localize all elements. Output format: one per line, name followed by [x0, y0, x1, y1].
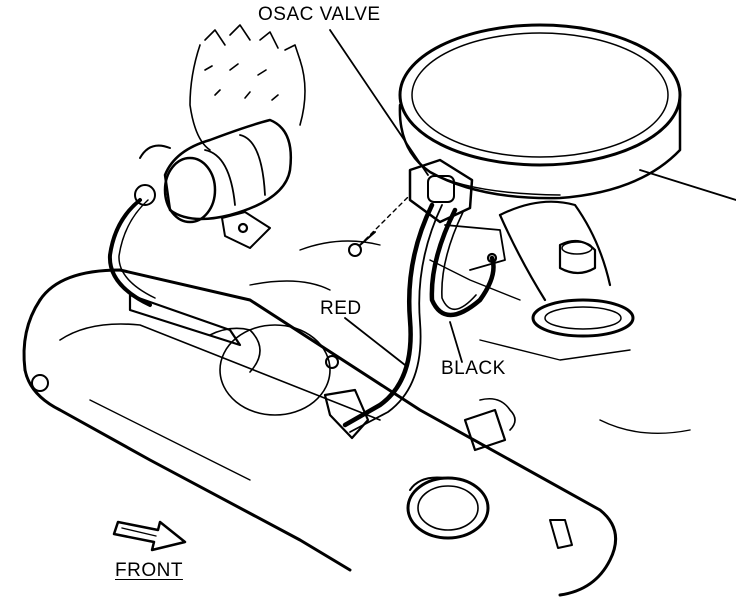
screw-leader	[364, 194, 411, 241]
oil-filler-cap	[406, 476, 490, 540]
label-front: FRONT	[115, 560, 183, 581]
intake-duct	[498, 200, 635, 338]
valve-cover	[22, 268, 618, 597]
black-hose	[429, 207, 496, 318]
leader-osac	[329, 29, 429, 176]
vacuum-canister	[134, 118, 293, 249]
leader-black	[449, 321, 463, 363]
label-black-hose: BLACK	[441, 358, 506, 379]
leader-red	[344, 317, 406, 366]
air-cleaner	[398, 23, 736, 201]
cover-bolt	[549, 519, 573, 549]
engine-details	[249, 240, 691, 434]
front-arrow-icon	[112, 520, 187, 552]
detail-ellipse	[219, 324, 331, 416]
label-osac-valve: OSAC VALVE	[258, 4, 381, 25]
label-red-hose: RED	[320, 298, 362, 319]
valve-cover-block	[463, 397, 516, 452]
red-hose	[342, 202, 443, 433]
distributor-cap	[189, 24, 306, 151]
hose-clip	[323, 388, 370, 440]
fasteners	[325, 231, 376, 369]
vacuum-hose-left	[107, 198, 152, 307]
